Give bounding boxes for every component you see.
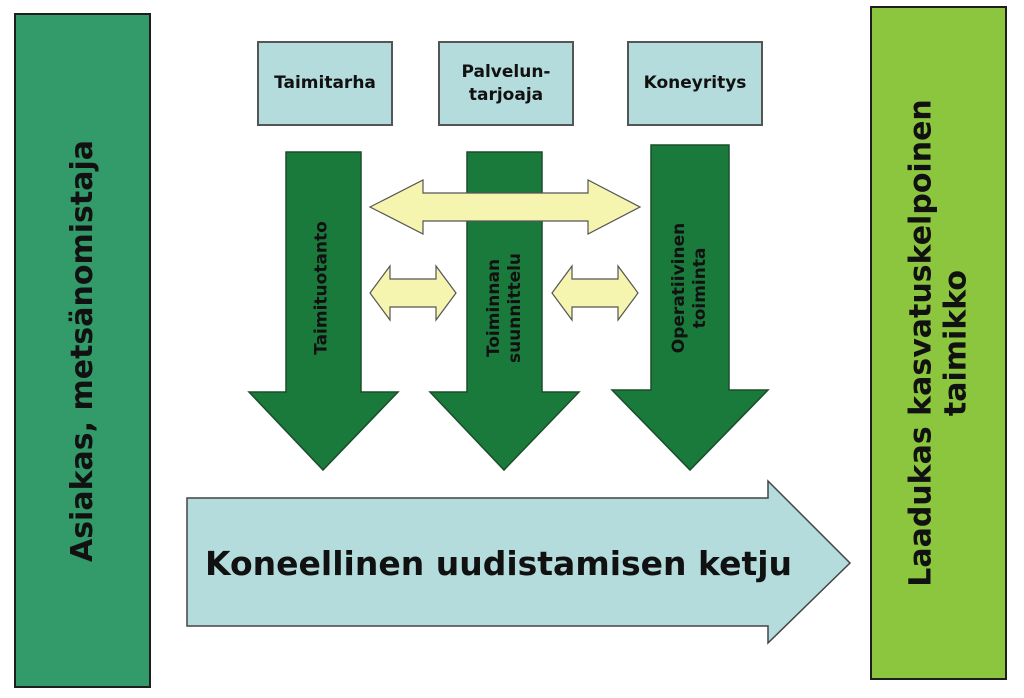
operatiivinen-line2: toiminta bbox=[690, 247, 710, 329]
nursery-label: Taimitarha bbox=[274, 73, 376, 94]
service-provider-box: Palvelun- tarjoaja bbox=[438, 41, 574, 126]
toiminnan-suunnittelu-label: Toiminnan suunnittelu bbox=[484, 253, 527, 363]
down-arrow-toiminnan-suunnittelu bbox=[428, 151, 581, 472]
operatiivinen-line1: Operatiivinen bbox=[668, 222, 689, 354]
machine-contractor-box: Koneyritys bbox=[627, 41, 763, 126]
double-arrow-left bbox=[369, 264, 457, 322]
outcome-bar: Laadukas kasvatuskelpoinen taimikko bbox=[870, 6, 1007, 680]
toiminnan-line1: Toiminnan bbox=[483, 258, 504, 358]
toiminnan-line2: suunnittelu bbox=[505, 252, 525, 364]
service-provider-label-line2: tarjoaja bbox=[468, 84, 544, 105]
chain-label: Koneellinen uudistamisen ketju bbox=[205, 543, 793, 583]
taimituotanto-label: Taimituotanto bbox=[311, 221, 332, 355]
double-arrow-right bbox=[551, 264, 639, 322]
operatiivinen-toiminta-label: Operatiivinen toiminta bbox=[669, 223, 712, 353]
chain-arrow bbox=[186, 479, 852, 645]
service-provider-label-line1: Palvelun- bbox=[461, 62, 551, 83]
down-arrow-taimituotanto bbox=[247, 151, 400, 472]
double-arrow-top bbox=[368, 179, 642, 235]
down-arrow-operatiivinen bbox=[610, 144, 770, 472]
machine-contractor-label: Koneyritys bbox=[643, 73, 747, 94]
nursery-box: Taimitarha bbox=[257, 41, 393, 126]
taimituotanto-text: Taimituotanto bbox=[311, 221, 332, 355]
customer-bar: Asiakas, metsänomistaja bbox=[14, 13, 151, 688]
